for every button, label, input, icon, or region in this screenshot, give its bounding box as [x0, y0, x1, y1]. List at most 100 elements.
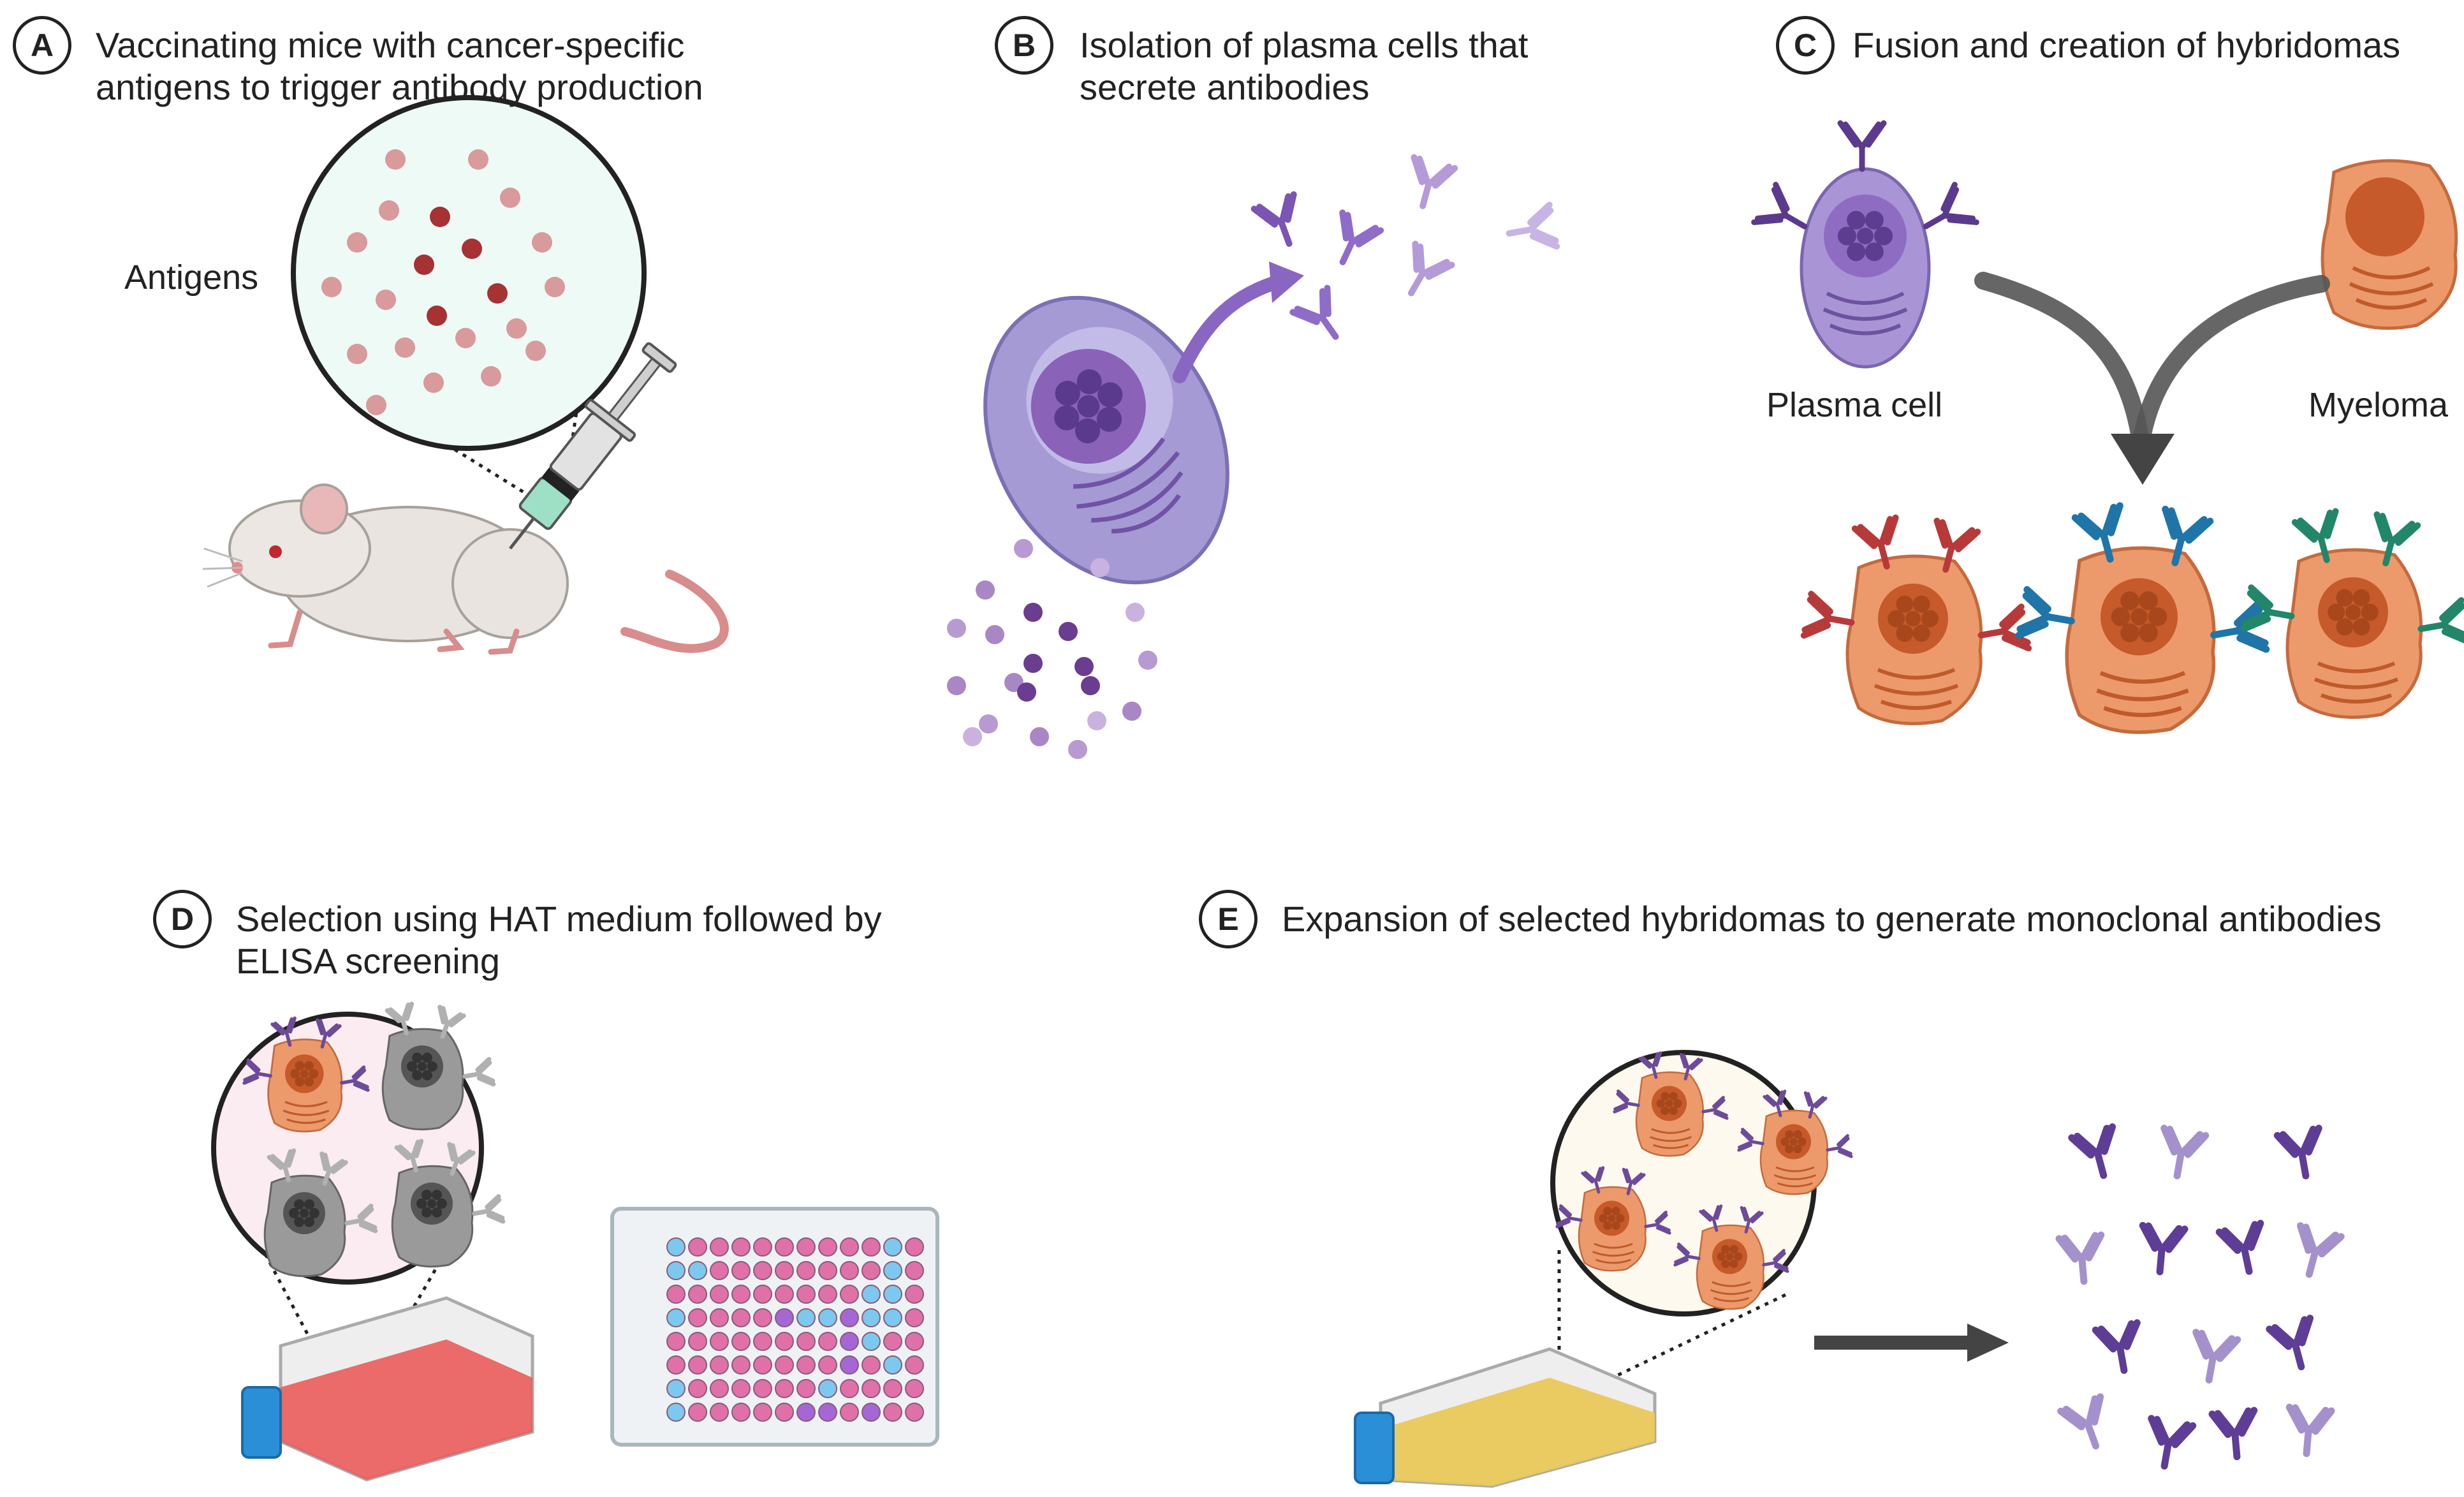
hybridoma-cell: [1613, 1051, 1729, 1157]
plate-well: [862, 1332, 881, 1351]
plate-well: [840, 1237, 859, 1257]
plate-well: [688, 1285, 707, 1304]
plate-well: [905, 1403, 924, 1422]
plate-well: [666, 1332, 686, 1351]
plate-well: [710, 1379, 729, 1398]
plate-well: [840, 1332, 859, 1351]
plate-well: [883, 1308, 902, 1327]
antibody-icon: [1701, 1096, 1729, 1120]
plate-well: [818, 1308, 837, 1327]
antibody-icon: [447, 1142, 476, 1176]
antibody-icon: [2148, 1415, 2197, 1470]
hybridoma-cell: [1800, 514, 2032, 725]
plate-well: [862, 1355, 881, 1375]
antibody-icon: [1673, 1243, 1701, 1267]
plate-well: [905, 1261, 924, 1280]
plate-well: [796, 1379, 816, 1398]
antibody-icon: [2266, 1315, 2314, 1371]
antibody-icon: [1740, 1206, 1764, 1234]
plate-well: [666, 1261, 686, 1280]
plate-well: [753, 1379, 772, 1398]
myeloma-label: Myeloma: [2308, 386, 2449, 424]
antibody-icon: [1250, 191, 1297, 247]
antibody-icon: [319, 1151, 348, 1186]
elisa-96-well-plate: [610, 1207, 939, 1447]
antibody-icon: [2192, 1329, 2241, 1383]
panel-d-badge: D: [153, 890, 212, 948]
antibody-icon: [472, 1194, 506, 1224]
antibody-icon: [340, 1065, 370, 1092]
plate-well: [818, 1403, 837, 1422]
plate-well: [775, 1285, 794, 1304]
expanded-hybridomas: [1555, 1051, 1853, 1310]
syringe-illustration: [509, 342, 677, 550]
plate-well: [731, 1332, 751, 1351]
plate-well: [883, 1237, 902, 1257]
antigen-dots: [321, 149, 565, 415]
plate-well: [731, 1379, 751, 1398]
antibody-icon: [1679, 1052, 1703, 1080]
antibody-icon: [2055, 1231, 2105, 1285]
antibody-icon: [344, 1204, 378, 1234]
antibody-icon: [1506, 202, 1560, 250]
hybridoma-cell: [1673, 1204, 1789, 1310]
hybridoma-cell: [1737, 1089, 1853, 1195]
plate-well: [666, 1308, 686, 1327]
antibody-icon: [1826, 1134, 1853, 1158]
antibody-icon: [1803, 1091, 1828, 1119]
antibody-icon: [462, 1057, 496, 1087]
antibody-icon: [2240, 584, 2295, 633]
panel-e-illustration: [1354, 1050, 2345, 1488]
myeloma-cell: [2321, 159, 2458, 330]
plate-well: [796, 1403, 816, 1422]
plate-well: [688, 1308, 707, 1327]
antibody-icon: [1289, 284, 1339, 340]
plate-well: [883, 1379, 902, 1398]
antibody-icon: [1555, 1204, 1583, 1228]
plate-well: [862, 1237, 881, 1257]
plate-well: [796, 1285, 816, 1304]
plate-well: [818, 1237, 837, 1257]
antibody-icon: [2071, 502, 2123, 563]
panel-c-title: Fusion and creation of hybridomas: [1852, 25, 2401, 65]
plate-well: [753, 1355, 772, 1375]
plate-well: [731, 1355, 751, 1375]
plate-well: [753, 1403, 772, 1422]
plasma-cell-b: [983, 295, 1229, 585]
plate-well: [710, 1237, 729, 1257]
plate-well: [905, 1308, 924, 1327]
plate-well: [796, 1355, 816, 1375]
antibody-icon: [1613, 1089, 1640, 1114]
antibody-icon: [1638, 1051, 1662, 1079]
antibody-icon: [385, 1001, 414, 1036]
plate-well: [818, 1379, 837, 1398]
plate-well: [862, 1285, 881, 1304]
plate-well: [666, 1379, 686, 1398]
antibody-icon: [2291, 508, 2339, 563]
plate-well: [666, 1285, 686, 1304]
plate-well: [731, 1237, 751, 1257]
antibody-icon: [270, 1016, 297, 1047]
antibody-icon: [2215, 1220, 2264, 1275]
antibody-icon: [1581, 1166, 1605, 1194]
plate-well: [731, 1285, 751, 1304]
plate-well: [688, 1403, 707, 1422]
plate-well: [666, 1355, 686, 1375]
hybridoma-cells: [1800, 502, 2464, 734]
dead-cell: [391, 1139, 506, 1268]
plate-well: [753, 1261, 772, 1280]
plate-well: [688, 1237, 707, 1257]
plate-well: [905, 1379, 924, 1398]
antibody-icon: [1737, 1128, 1764, 1152]
antigens-label: Antigens: [124, 258, 259, 297]
antibody-icon: [2139, 1221, 2189, 1276]
plate-well: [840, 1403, 859, 1422]
plate-well: [796, 1332, 816, 1351]
plate-well: [883, 1355, 902, 1375]
plate-well: [796, 1308, 816, 1327]
antibody-icon: [2296, 1222, 2345, 1278]
antibody-icon: [1644, 1211, 1671, 1235]
antibody-icon: [1699, 1204, 1723, 1232]
antigen-zoom-circle: [291, 95, 647, 451]
